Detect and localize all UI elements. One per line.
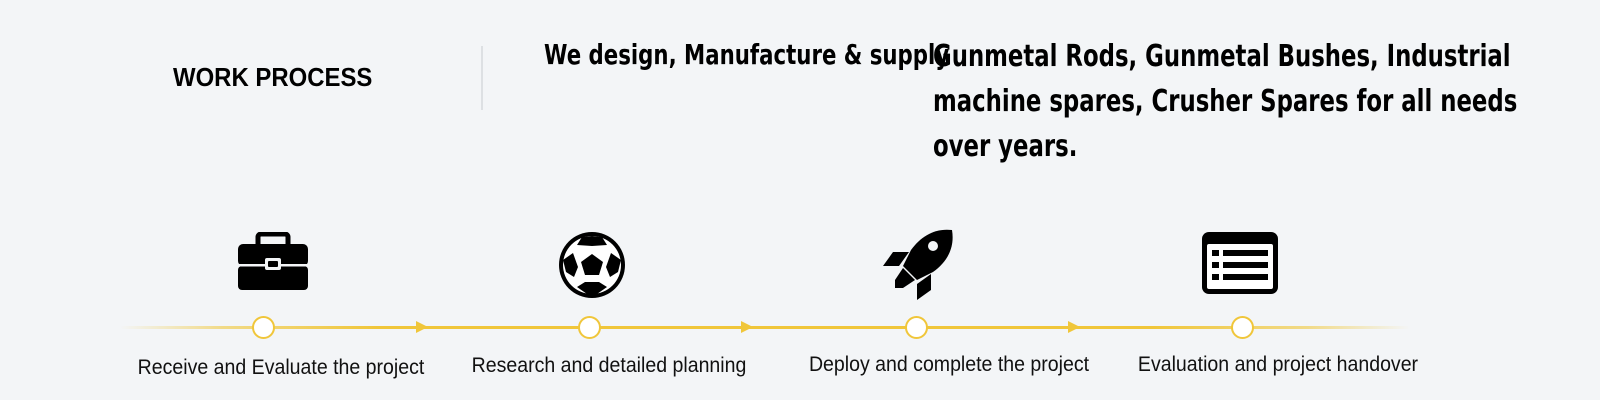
timeline-node-2 — [578, 316, 601, 339]
intro-lead-text: We design, Manufacture & supply — [544, 38, 950, 71]
intro-line-3: over years. — [933, 129, 1078, 164]
header-divider — [481, 46, 483, 110]
timeline-arrow-1 — [416, 321, 428, 333]
soccer-ball-icon — [559, 232, 625, 298]
step-label-4: Evaluation and project handover — [1137, 353, 1419, 376]
step-label-2: Research and detailed planning — [471, 354, 747, 377]
timeline-node-1 — [252, 316, 275, 339]
list-window-icon — [1202, 232, 1278, 294]
step-label-1: Receive and Evaluate the project — [137, 356, 425, 379]
timeline-arrow-2 — [741, 321, 753, 333]
intro-line-1: Gunmetal Rods, Gunmetal Bushes, Industri… — [933, 39, 1511, 74]
timeline-arrow-3 — [1068, 321, 1080, 333]
rocket-icon — [883, 229, 953, 300]
intro-body-text: Gunmetal Rods, Gunmetal Bushes, Industri… — [933, 34, 1517, 169]
step-label-3: Deploy and complete the project — [808, 353, 1090, 376]
intro-line-2: machine spares, Crusher Spares for all n… — [933, 84, 1518, 119]
timeline-node-4 — [1231, 316, 1254, 339]
briefcase-icon — [238, 232, 308, 290]
section-title: WORK PROCESS — [173, 62, 373, 92]
timeline-track — [120, 326, 1410, 329]
timeline-node-3 — [905, 316, 928, 339]
